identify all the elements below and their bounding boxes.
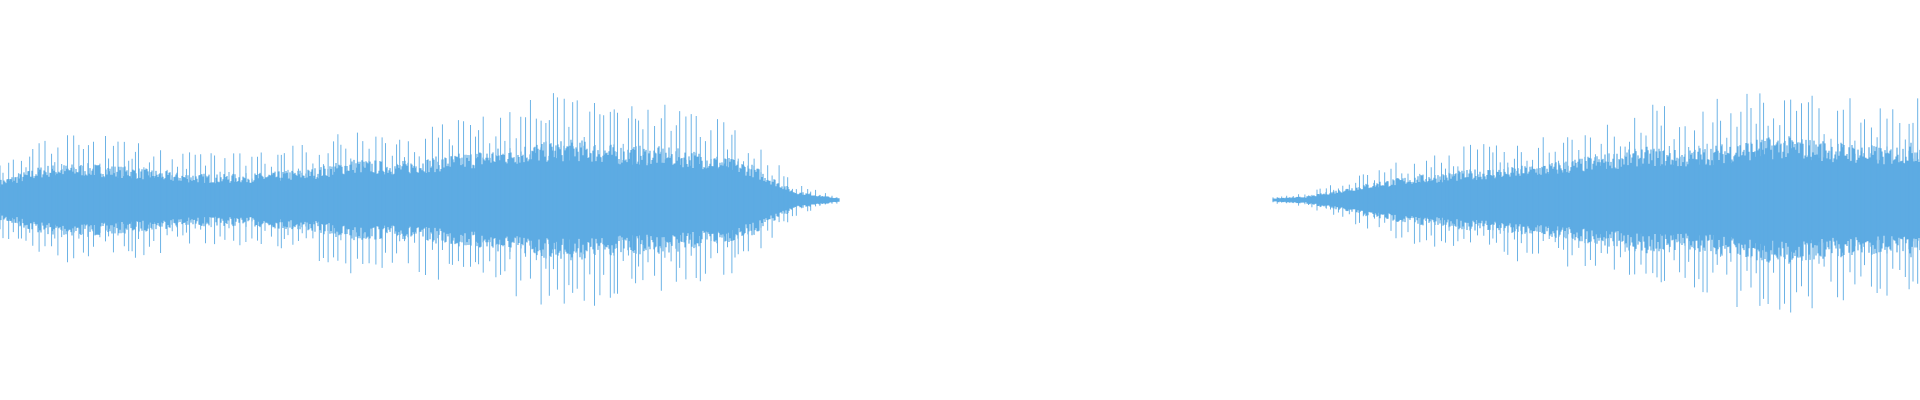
waveform-segment-1 xyxy=(0,93,840,306)
waveform-body xyxy=(1272,136,1920,264)
waveform-peaks xyxy=(0,93,838,306)
waveform-peaks xyxy=(1272,93,1919,313)
waveform-segment-2 xyxy=(1272,93,1920,313)
